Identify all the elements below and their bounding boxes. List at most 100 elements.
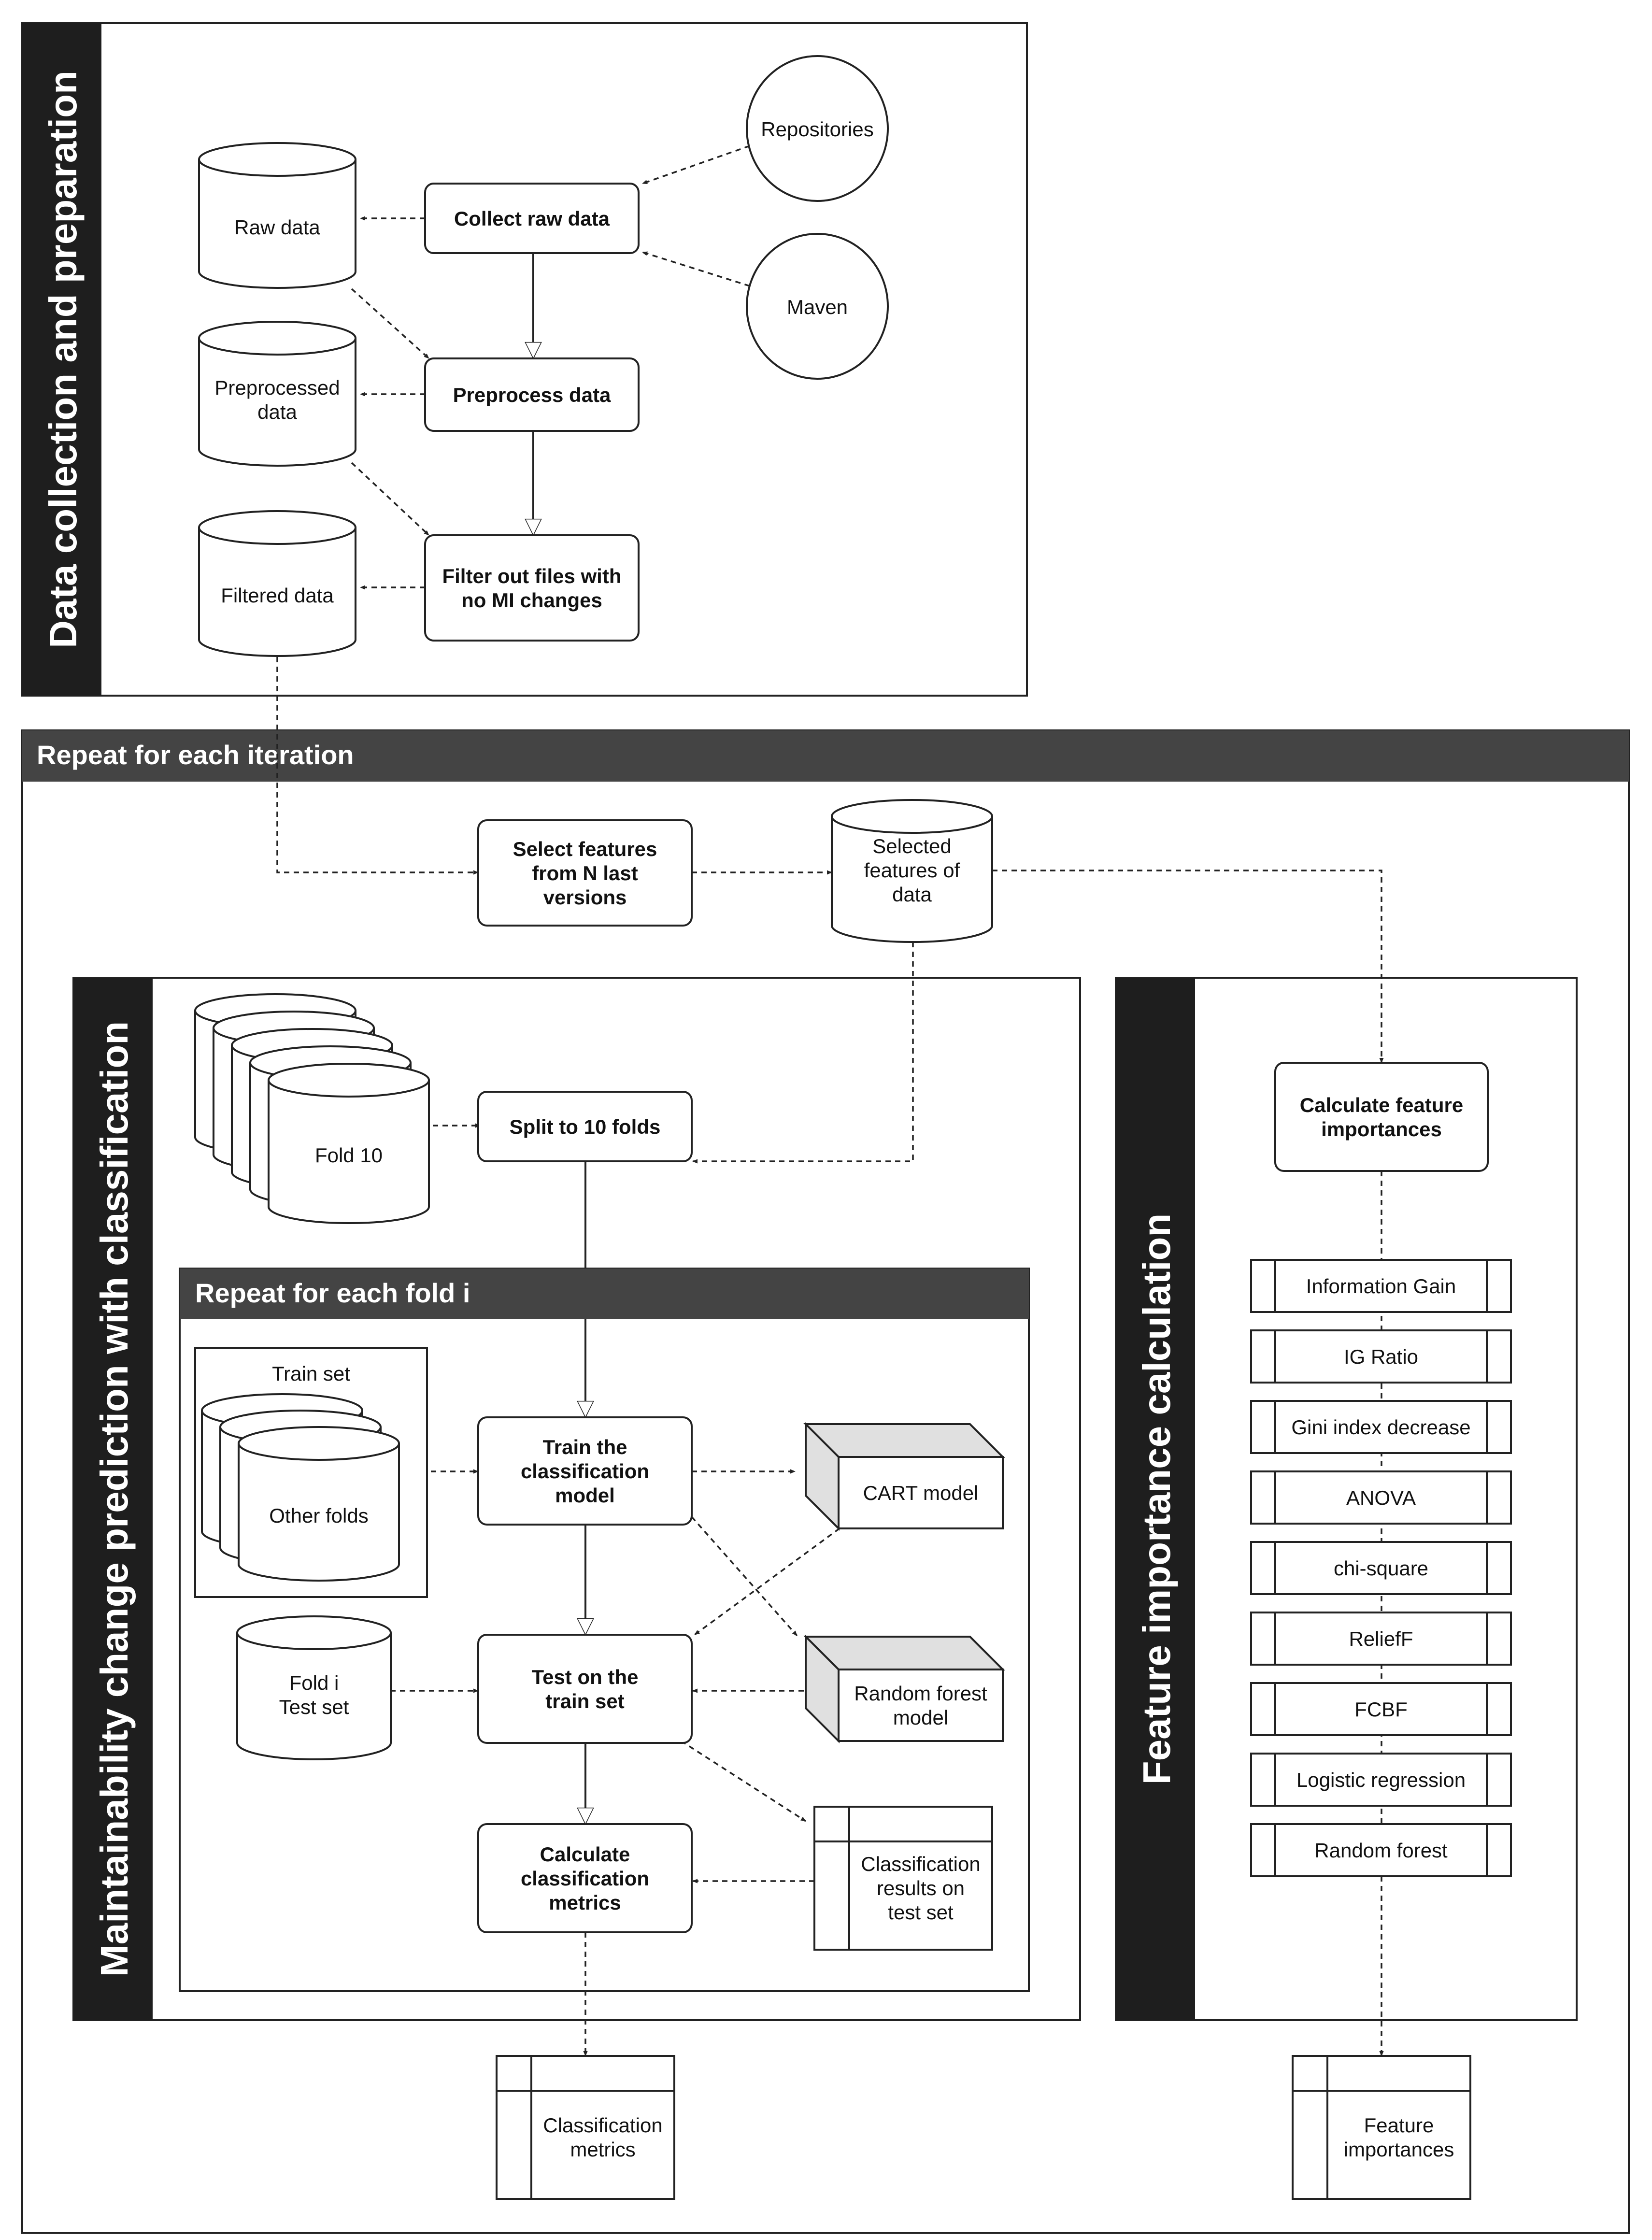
method-label: Logistic regression: [1296, 1769, 1466, 1791]
method-item: FCBF: [1250, 1682, 1512, 1736]
document-feat_importances-label-line: importances: [1344, 2138, 1454, 2161]
document-results-label-line: Classification: [861, 1853, 980, 1875]
datastore-raw-label-line: Raw data: [234, 216, 320, 239]
process-select-label-line: Select features: [513, 838, 657, 860]
fold-header: [180, 1269, 1029, 1319]
feature-importance-label-bar: [1116, 978, 1195, 2020]
process-test-label-line: train set: [545, 1690, 624, 1712]
method-item: IG Ratio: [1250, 1329, 1512, 1384]
feature-importance-title: Feature importance calculation: [1135, 1213, 1178, 1785]
process-filter-label-line: no MI changes: [461, 589, 602, 612]
method-label: ANOVA: [1346, 1486, 1416, 1509]
model-rf-label-line: model: [893, 1706, 948, 1729]
process-train-label-line: model: [555, 1484, 615, 1507]
repositories-circle: [746, 55, 889, 202]
method-label: FCBF: [1354, 1698, 1408, 1721]
method-label: IG Ratio: [1344, 1345, 1418, 1368]
fold-cylinder-label-line: Fold 10: [315, 1144, 383, 1167]
datastore-fold_i-label-line: Fold i: [289, 1671, 339, 1694]
maven-circle: [746, 233, 889, 380]
process-train-label-line: classification: [521, 1460, 649, 1483]
process-preprocess: Preprocess data: [424, 357, 640, 432]
method-item: ANOVA: [1250, 1470, 1512, 1525]
process-metrics-label-line: metrics: [549, 1891, 621, 1914]
model-rf-label-line: Random forest: [854, 1682, 987, 1705]
other-folds-cylinder: Other folds: [238, 1426, 400, 1582]
method-label: Information Gain: [1306, 1275, 1456, 1298]
classification-title: Maintainability change prediction with c…: [93, 1021, 136, 1977]
classification-label-bar: [73, 978, 153, 2020]
data-collection-title: Data collection and preparation: [42, 71, 85, 648]
process-metrics-label-line: Calculate: [540, 1843, 630, 1866]
fold-title: Repeat for each fold i: [195, 1278, 470, 1308]
other-folds-cylinder-label-line: Other folds: [269, 1504, 368, 1527]
method-label: Gini index decrease: [1291, 1416, 1470, 1439]
datastore-preprocessed-label-line: data: [257, 400, 297, 423]
document-class_metrics-label-line: metrics: [570, 2138, 635, 2161]
model-cart-label-line: CART model: [863, 1482, 979, 1504]
fold-cylinder: Fold 10: [268, 1063, 430, 1224]
datastore-preprocessed-label-line: Preprocessed: [214, 376, 340, 399]
repositories-label: Repositories: [761, 118, 873, 141]
datastore-raw: Raw data: [198, 142, 356, 289]
method-item: Random forest: [1250, 1823, 1512, 1877]
process-importance-label-line: Calculate feature: [1300, 1094, 1463, 1116]
document-results-label-line: test set: [888, 1901, 954, 1924]
document-class_metrics-label-line: Classification: [543, 2114, 662, 2137]
connectors: [276, 145, 1384, 2056]
datastore-fold_i-label-line: Test set: [279, 1696, 349, 1718]
process-preprocess-label-line: Preprocess data: [453, 384, 611, 406]
datastore-selected-label-line: data: [892, 883, 932, 906]
datastore-filtered-label-line: Filtered data: [221, 584, 334, 607]
method-item: Logistic regression: [1250, 1753, 1512, 1807]
method-item: ReliefF: [1250, 1612, 1512, 1666]
process-filter-label-line: Filter out files with: [442, 565, 621, 587]
process-importance-label-line: importances: [1321, 1118, 1442, 1141]
method-label: Random forest: [1314, 1839, 1448, 1862]
method-item: Gini index decrease: [1250, 1400, 1512, 1454]
source-repositories: Repositories: [746, 55, 889, 202]
process-collect: Collect raw data: [424, 183, 640, 254]
method-label: chi-square: [1334, 1557, 1428, 1580]
document-results-label-line: results on: [877, 1877, 965, 1899]
process-metrics-label-line: classification: [521, 1867, 649, 1890]
process-test-label-line: Test on the: [532, 1666, 639, 1688]
process-train-label-line: Train the: [542, 1436, 627, 1458]
iteration-header: [22, 730, 1629, 782]
process-split-label-line: Split to 10 folds: [510, 1115, 661, 1138]
datastore-selected-label-line: Selected: [872, 835, 951, 857]
process-collect-label-line: Collect raw data: [454, 207, 610, 230]
process-split: Split to 10 folds: [477, 1091, 693, 1162]
method-item: Information Gain: [1250, 1259, 1512, 1313]
data-collection-label-bar: [22, 23, 101, 696]
process-select-label-line: versions: [543, 886, 627, 909]
process-select-label-line: from N last: [532, 862, 638, 885]
iteration-title: Repeat for each iteration: [37, 740, 354, 770]
model-cart: CART model: [803, 1422, 1005, 1531]
large-arrowheads: [525, 338, 594, 1825]
source-maven: Maven: [746, 233, 889, 380]
maven-label: Maven: [787, 296, 848, 318]
method-item: chi-square: [1250, 1541, 1512, 1595]
document-feat_importances-label-line: Feature: [1364, 2114, 1434, 2137]
train-set-title: Train set: [272, 1362, 350, 1385]
method-label: ReliefF: [1349, 1627, 1413, 1650]
datastore-selected-label-line: features of: [864, 859, 960, 882]
datastore-filtered: Filtered data: [198, 510, 356, 657]
